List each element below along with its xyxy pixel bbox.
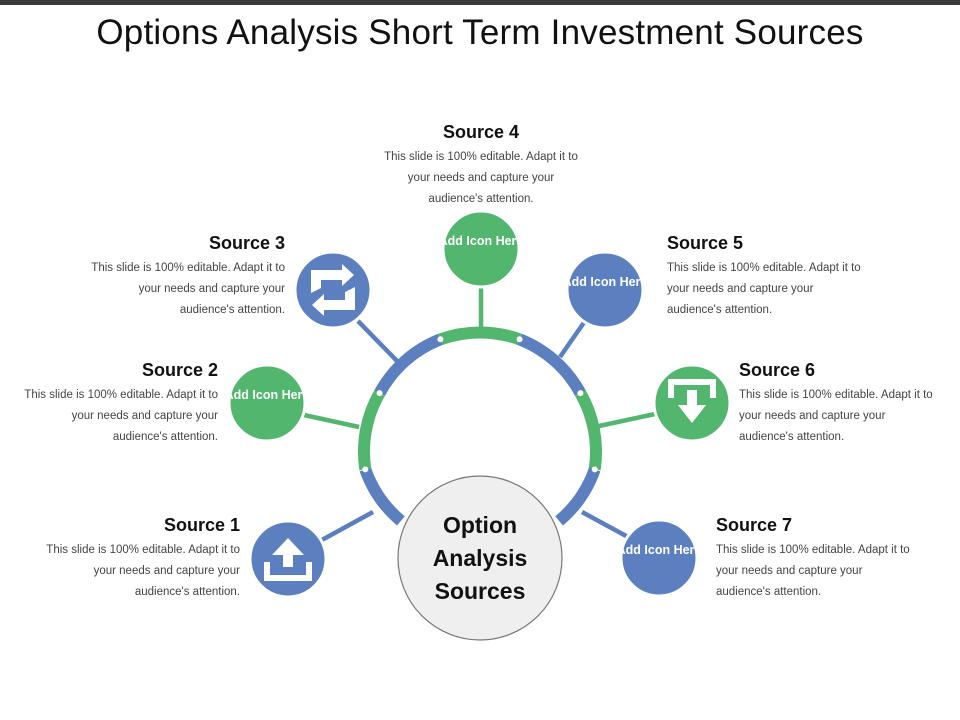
- source-4-icon-placeholder: Add Icon Here: [438, 234, 524, 248]
- source-3-block: Source 3 This slide is 100% editable. Ad…: [85, 233, 285, 321]
- ring: [357, 326, 603, 526]
- source-6-block: Source 6 This slide is 100% editable. Ad…: [739, 360, 939, 448]
- source-1-text: This slide is 100% editable. Adapt it to…: [46, 544, 240, 598]
- source-7-node: [619, 518, 699, 598]
- source-3-node: [293, 250, 373, 330]
- source-7-text: This slide is 100% editable. Adapt it to…: [716, 544, 910, 598]
- ring-segment-2: [357, 390, 385, 471]
- ring-segment-1: [359, 467, 405, 526]
- center-circle: [397, 475, 563, 641]
- source-3-text: This slide is 100% editable. Adapt it to…: [91, 262, 285, 316]
- source-5-text: This slide is 100% editable. Adapt it to…: [667, 262, 861, 316]
- ring-gaps: [362, 336, 598, 473]
- source-5-node: [565, 250, 645, 330]
- ring-segment-3: [374, 333, 443, 397]
- source-7-heading: Source 7: [716, 515, 793, 535]
- ring-segment-6: [575, 390, 603, 471]
- connectors: [303, 285, 656, 543]
- source-4-heading: Source 4: [442, 122, 520, 142]
- ring-segment-5: [517, 333, 586, 397]
- refresh-arrows-icon: [311, 264, 355, 316]
- connector-6: [598, 411, 656, 429]
- source-1-block: Source 1 This slide is 100% editable. Ad…: [40, 515, 240, 603]
- connector-7: [580, 510, 630, 539]
- connector-2: [303, 412, 360, 430]
- connector-5: [558, 319, 587, 359]
- source-2-block: Source 2 This slide is 100% editable. Ad…: [18, 360, 218, 448]
- source-3-heading: Source 3: [208, 233, 285, 253]
- source-2-node: [227, 363, 307, 443]
- source-6-heading: Source 6: [739, 360, 816, 380]
- source-5-heading: Source 5: [667, 233, 744, 253]
- source-5-icon-placeholder: Add Icon Here: [562, 275, 648, 289]
- source-7-icon-placeholder: Add Icon Here: [616, 543, 702, 557]
- source-2-heading: Source 2: [141, 360, 218, 380]
- source-4-block: Source 4 This slide is 100% editable. Ad…: [381, 122, 581, 210]
- top-bar: [0, 0, 960, 5]
- connector-1: [318, 510, 375, 543]
- source-1-heading: Source 1: [163, 515, 240, 535]
- download-icon: [668, 379, 716, 423]
- source-7-block: Source 7 This slide is 100% editable. Ad…: [716, 515, 916, 603]
- source-2-text: This slide is 100% editable. Adapt it to…: [24, 389, 218, 443]
- ring-segment-4: [438, 326, 522, 345]
- source-4-node: [441, 209, 521, 289]
- connector-3: [356, 319, 400, 364]
- slide-title: Options Analysis Short Term Investment S…: [96, 13, 864, 52]
- source-2-icon-placeholder: Add Icon Here: [224, 388, 310, 402]
- upload-icon: [264, 538, 312, 581]
- ring-segment-7: [555, 467, 601, 526]
- source-4-text: This slide is 100% editable. Adapt it to…: [384, 151, 578, 205]
- source-6-text: This slide is 100% editable. Adapt it to…: [739, 389, 933, 443]
- center-label: Option Analysis Sources: [432, 511, 528, 604]
- source-5-block: Source 5 This slide is 100% editable. Ad…: [667, 233, 867, 321]
